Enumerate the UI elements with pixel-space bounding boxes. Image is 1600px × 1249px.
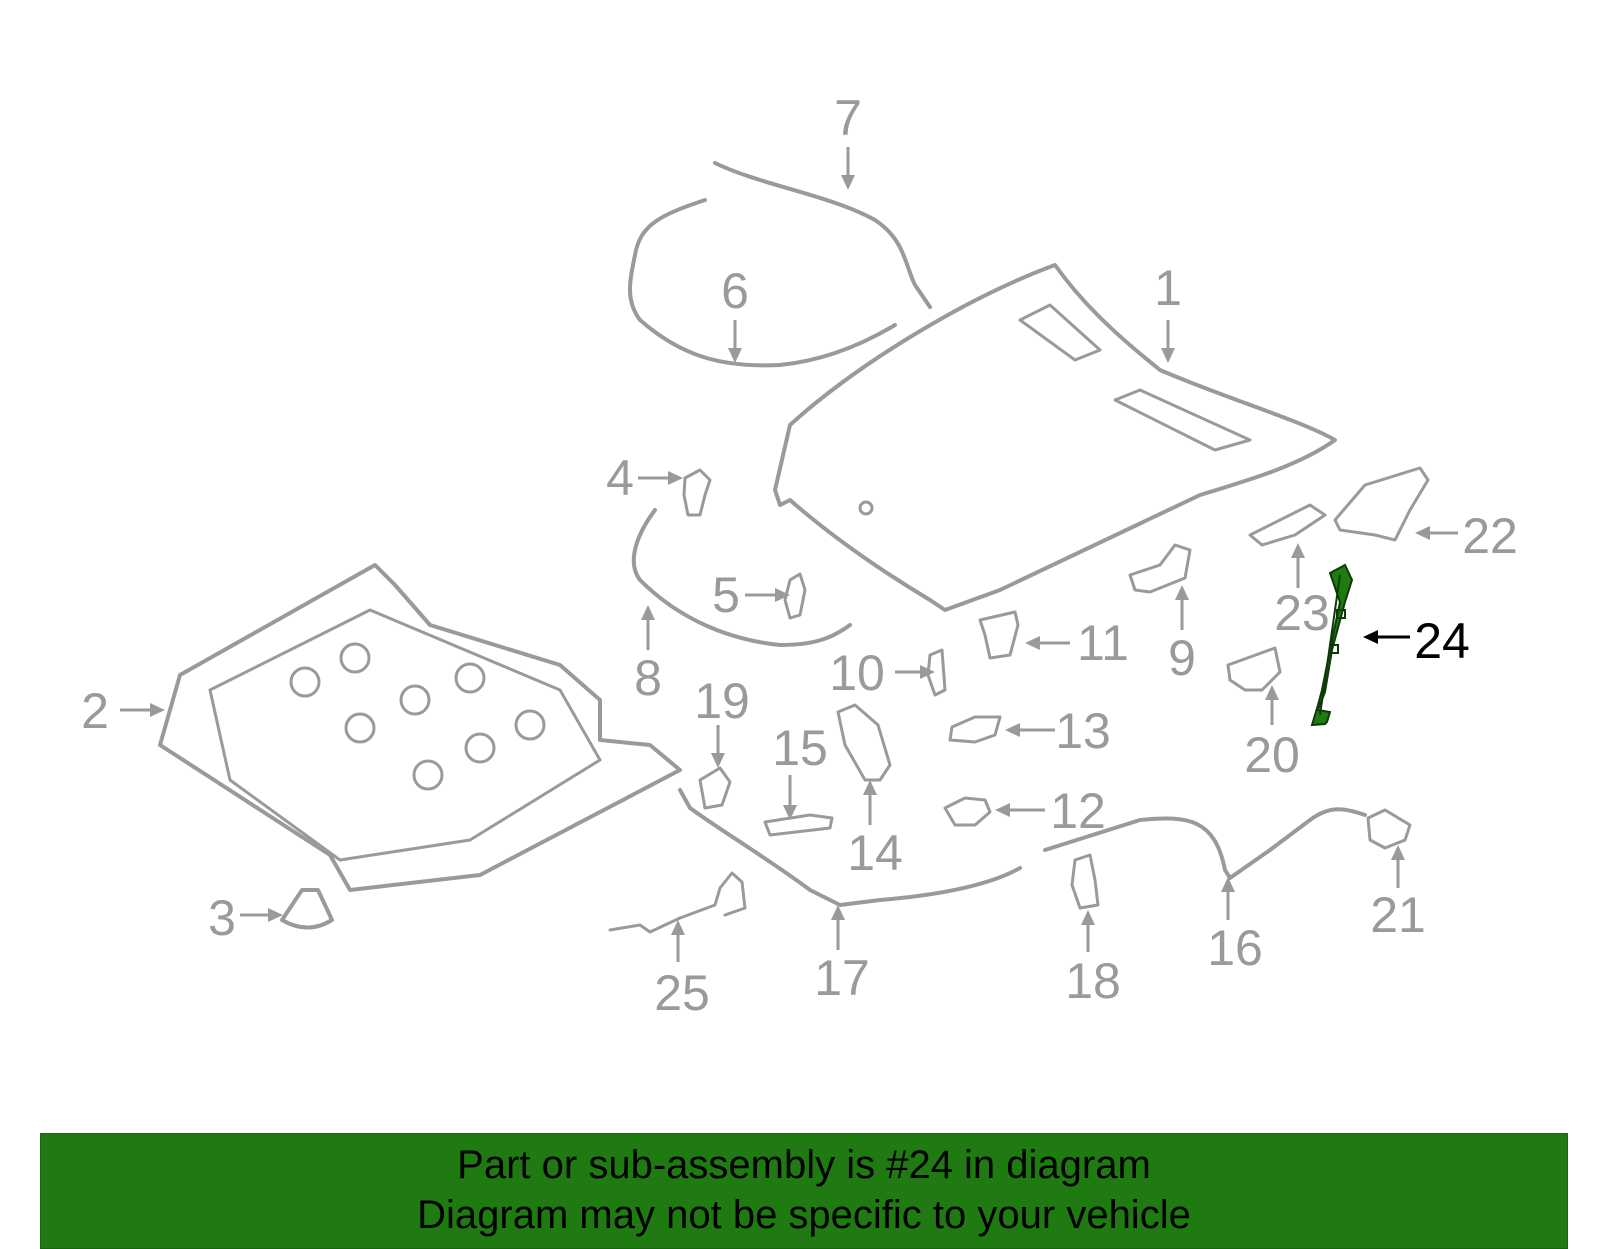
- part-2-boss: [399, 684, 431, 716]
- callout-16: 16: [1207, 920, 1263, 976]
- callout-18: 18: [1065, 953, 1121, 1009]
- part-1-hood-scoop-b: [1113, 388, 1252, 452]
- callout-17: 17: [814, 950, 870, 1006]
- callout-20: 20: [1244, 727, 1300, 783]
- callout-1: 1: [1154, 260, 1182, 316]
- callout-14: 14: [847, 825, 903, 881]
- part-17-cable: [678, 788, 1022, 907]
- part-13-badge: [948, 715, 1002, 744]
- part-2-boss: [339, 642, 371, 674]
- part-14-bracket: [836, 703, 892, 782]
- banner-part-note: Part or sub-assembly is #24 in diagram: [457, 1143, 1151, 1187]
- part-2-boss: [289, 666, 321, 698]
- callout-21: 21: [1370, 887, 1426, 943]
- part-7-seal-upper: [713, 161, 932, 309]
- part-11-clip: [978, 610, 1020, 660]
- part-16-cable: [1043, 807, 1367, 880]
- part-5-bumper: [783, 572, 807, 620]
- part-2-boss: [412, 759, 444, 791]
- part-4-bumper: [682, 468, 712, 517]
- part-1-hood-scoop-a: [1018, 303, 1102, 362]
- callout-9: 9: [1168, 630, 1196, 686]
- part-12-cap: [943, 796, 992, 827]
- part-2-cover-inner: [208, 608, 602, 862]
- part-3-grommet: [280, 888, 334, 930]
- part-1-hood: [773, 263, 1337, 612]
- callout-23: 23: [1274, 585, 1330, 641]
- part-8-seal-edge: [631, 508, 852, 647]
- part-25-harness: [608, 871, 747, 934]
- part-23-bracket: [1248, 503, 1327, 547]
- part-21-latch: [1366, 808, 1412, 850]
- part-19-clip: [698, 766, 732, 810]
- part-15-bracket: [763, 813, 834, 837]
- part-24-strut-collar: [1336, 609, 1346, 619]
- callout-12: 12: [1050, 783, 1106, 839]
- part-2-boss: [464, 732, 496, 764]
- part-1-hood-hole: [858, 500, 874, 516]
- part-24-strut-collar: [1329, 644, 1339, 654]
- part-2-boss: [514, 709, 546, 741]
- callout-25: 25: [654, 965, 710, 1021]
- callout-6: 6: [721, 263, 749, 319]
- info-banner: Part or sub-assembly is #24 in diagram D…: [40, 1133, 1568, 1249]
- callout-8: 8: [634, 650, 662, 706]
- callout-2: 2: [81, 683, 109, 739]
- callout-22: 22: [1462, 508, 1518, 564]
- callout-11: 11: [1077, 615, 1129, 671]
- leader-arrow-24: [1363, 630, 1378, 644]
- callout-13: 13: [1055, 703, 1111, 759]
- part-2-boss: [454, 662, 486, 694]
- part-6-seal-front: [628, 198, 897, 368]
- callout-15: 15: [772, 720, 828, 776]
- callout-3: 3: [208, 890, 236, 946]
- banner-disclaimer: Diagram may not be specific to your vehi…: [417, 1193, 1191, 1237]
- part-20-bracket: [1226, 646, 1282, 692]
- callout-10: 10: [829, 645, 885, 701]
- callout-19: 19: [694, 673, 750, 729]
- part-9-bracket: [1128, 543, 1192, 594]
- callout-7: 7: [834, 90, 862, 146]
- callout-24: 24: [1414, 613, 1470, 669]
- part-22-hinge: [1333, 466, 1430, 542]
- part-18-clip: [1070, 853, 1100, 910]
- callout-5: 5: [712, 567, 740, 623]
- callout-4: 4: [606, 450, 634, 506]
- part-2-engine-cover: [158, 563, 682, 892]
- leader-lines: [120, 147, 1458, 962]
- part-2-boss: [344, 712, 376, 744]
